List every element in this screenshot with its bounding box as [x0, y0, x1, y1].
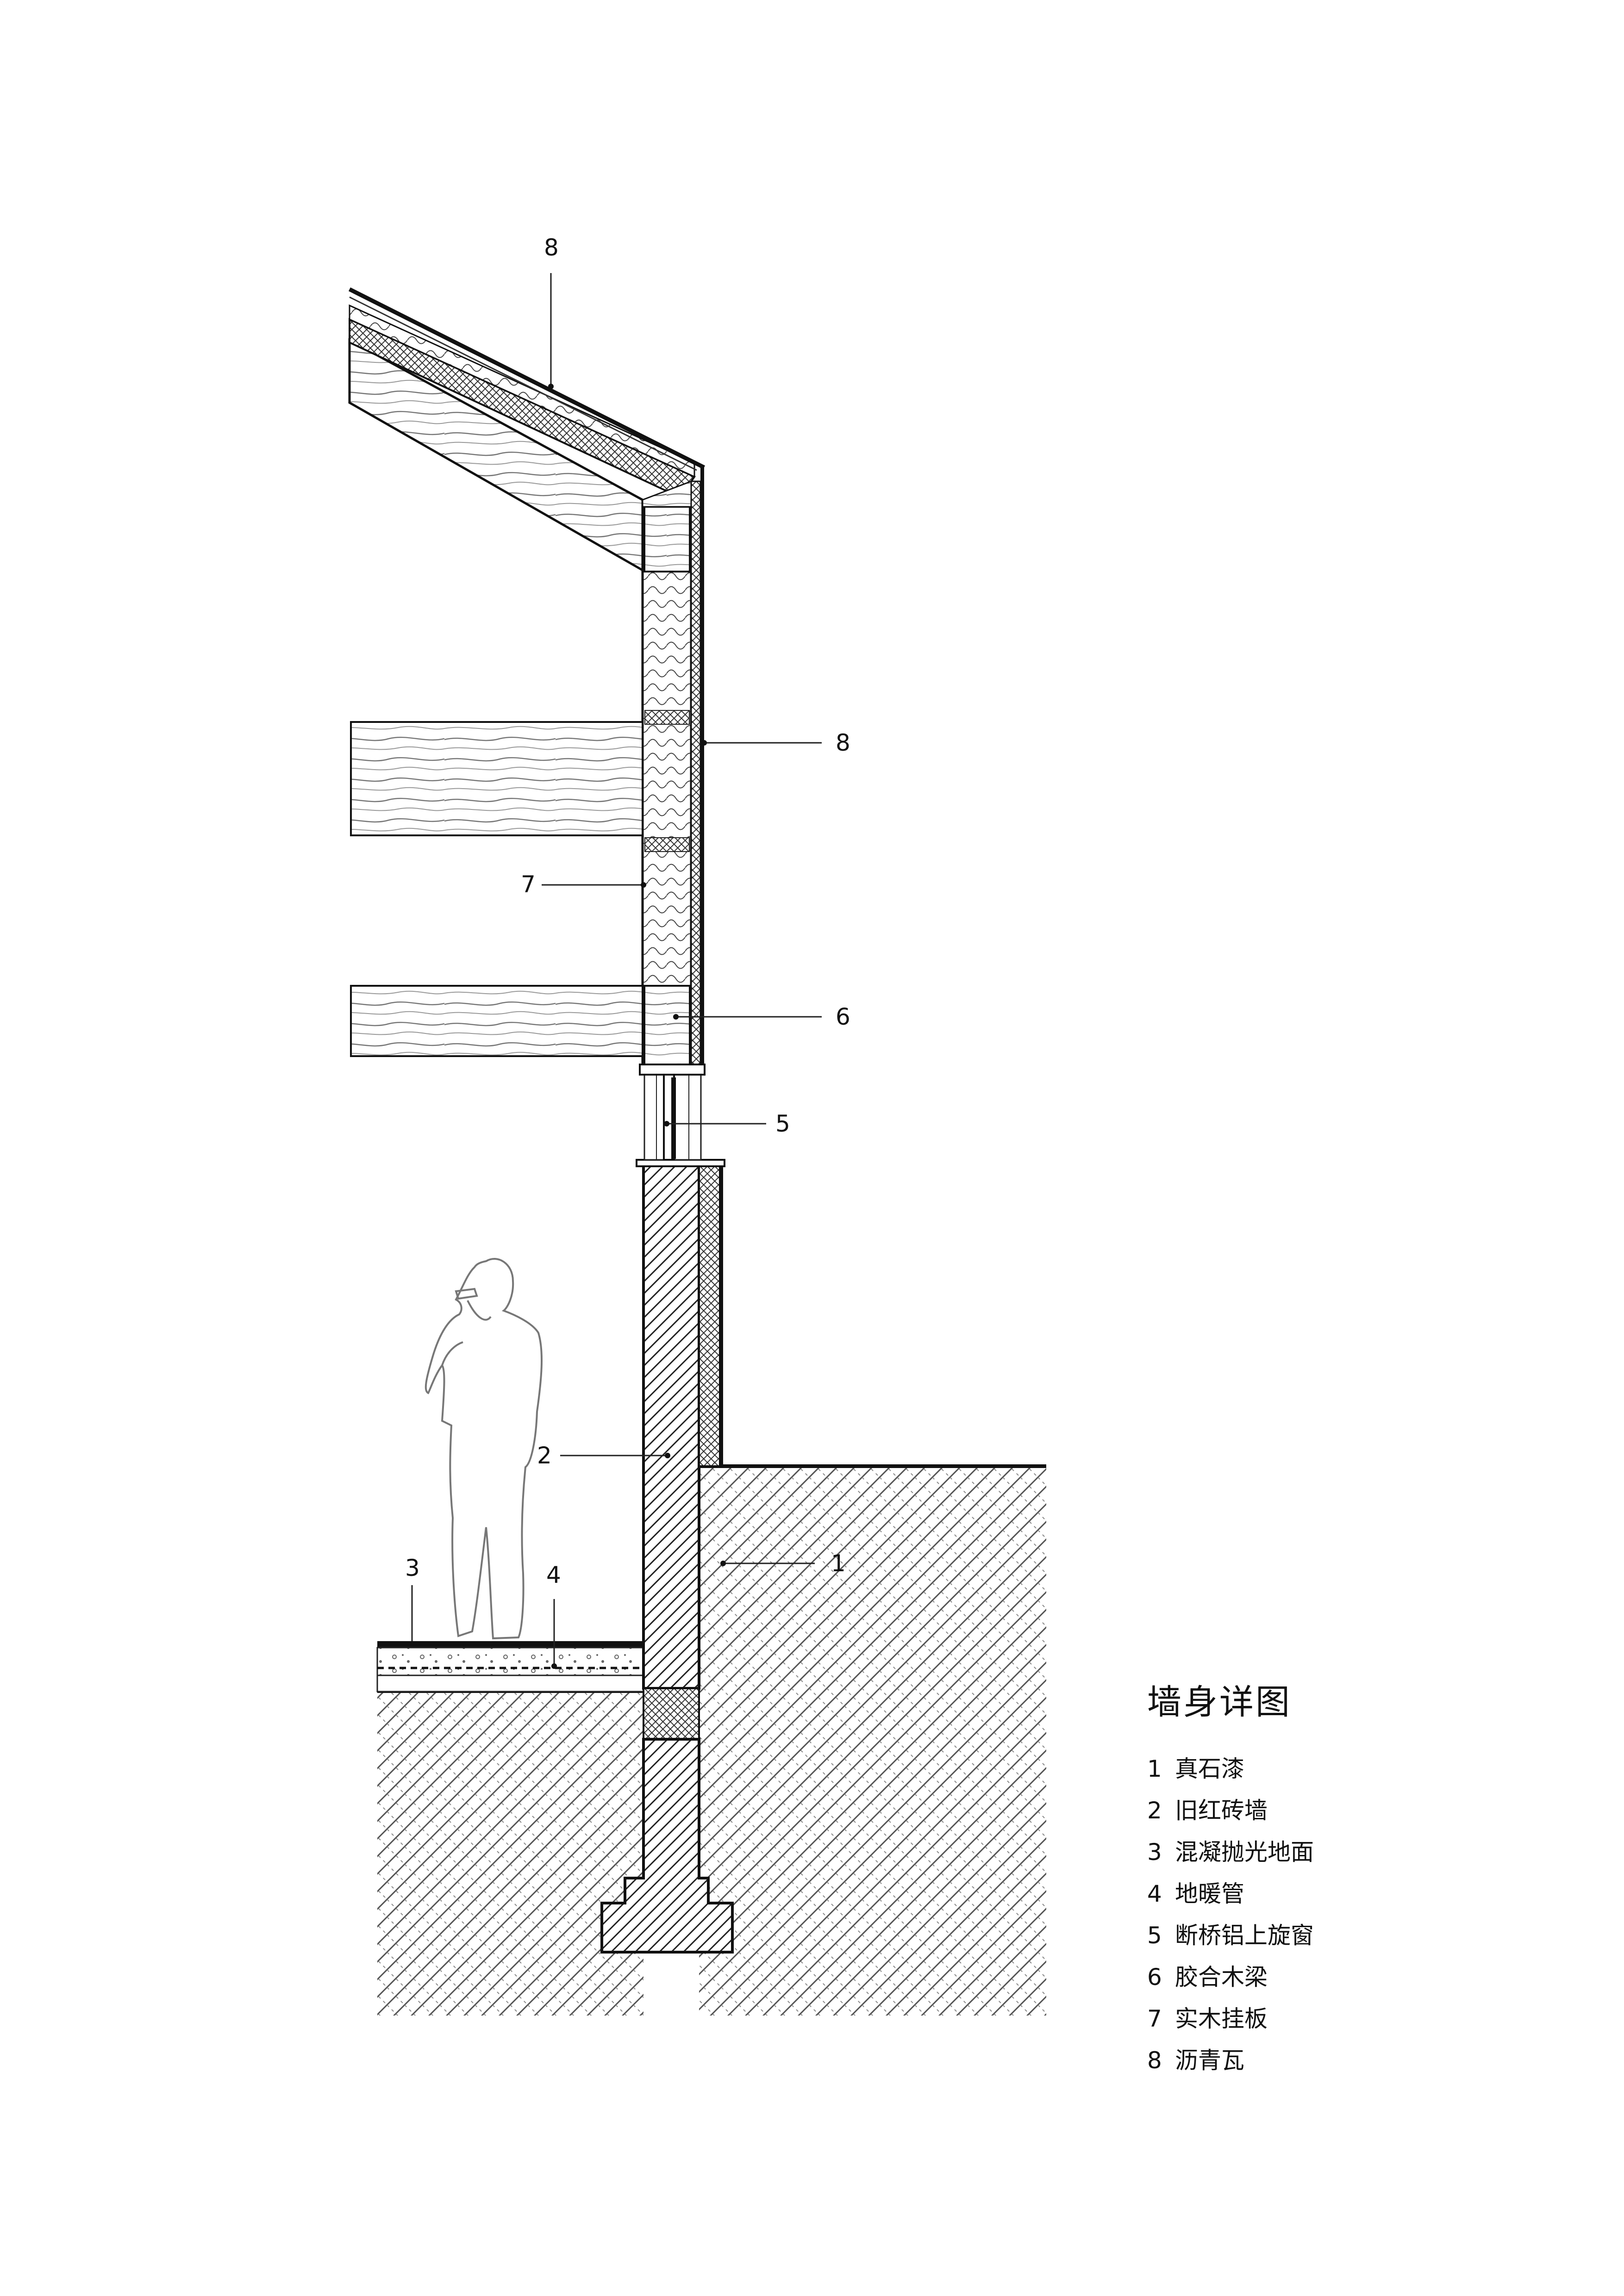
ground-soil [377, 1464, 1046, 2016]
pitched-roof [348, 287, 706, 572]
callout-glulam-beam: 6 [836, 1003, 850, 1030]
callout-wall-tile: 8 [836, 729, 850, 756]
callout-window: 5 [775, 1110, 790, 1137]
callout-stone-paint: 1 [831, 1550, 846, 1577]
leader-dots [548, 384, 726, 1669]
foundation [600, 1687, 734, 1954]
window-frame [643, 1074, 702, 1161]
callout-brick-wall: 2 [537, 1442, 552, 1469]
brick-wall [636, 1159, 725, 1690]
leader-lines [411, 273, 822, 1666]
callout-heating-pipe: 4 [546, 1562, 561, 1588]
callout-cladding: 7 [521, 871, 536, 898]
legend-title: 墙身详图 [1147, 1682, 1292, 1722]
floor-beams [350, 721, 643, 1057]
timber-wall [639, 467, 706, 1076]
callout-roof-tile: 8 [544, 234, 559, 261]
callout-floor: 3 [405, 1555, 420, 1581]
human-figure [425, 1258, 543, 1640]
floor-slab [376, 1641, 644, 1692]
